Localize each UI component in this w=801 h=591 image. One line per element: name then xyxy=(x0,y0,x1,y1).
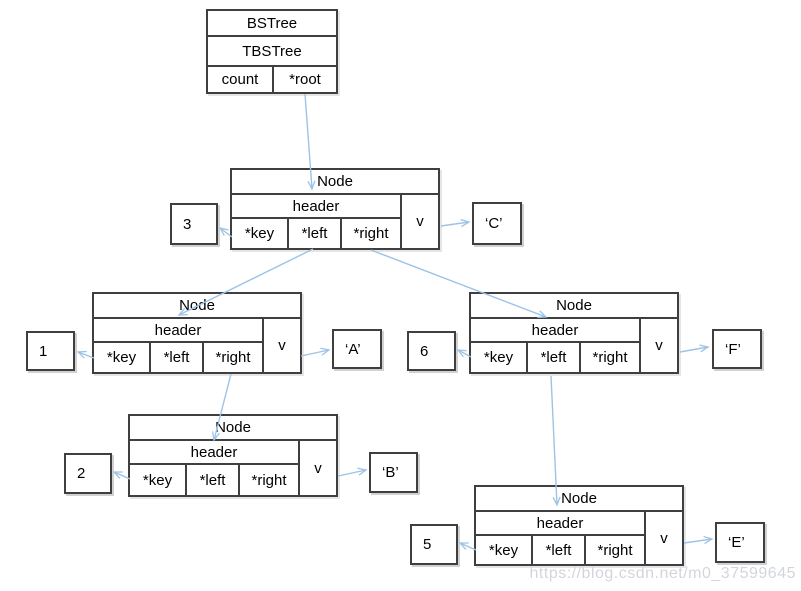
node-cell-right: *right xyxy=(579,343,639,372)
node-cell-v: v xyxy=(644,512,682,564)
node-header-label: header xyxy=(94,319,262,343)
bstree-struct-box: BSTree TBSTree count *root xyxy=(206,9,338,94)
arrow-node-c-to-value-c xyxy=(440,219,471,228)
value-box-a: ‘A’ xyxy=(332,329,382,369)
bstree-type-row: BSTree xyxy=(208,11,336,37)
arrow-node-a-to-value-a xyxy=(300,347,331,357)
node-cell-left: *left xyxy=(149,343,202,372)
arrow-node-e-to-value-e xyxy=(683,536,714,545)
key-box-5: 5 xyxy=(410,524,458,565)
node-header-label: header xyxy=(232,195,400,219)
node-box-c: Node header *key *left *right v xyxy=(230,168,440,250)
value-box-c: ‘C’ xyxy=(472,202,522,245)
node-box-e: Node header *key *left *right v xyxy=(474,485,684,566)
node-cell-v: v xyxy=(262,319,300,372)
node-header-label: header xyxy=(476,512,644,536)
node-cell-left: *left xyxy=(526,343,579,372)
watermark-text: https://blog.csdn.net/m0_37599645 xyxy=(529,565,796,582)
node-box-f: Node header *key *left *right v xyxy=(469,292,679,374)
node-cell-key: *key xyxy=(488,541,519,559)
node-box-b: Node header *key *left *right v xyxy=(128,414,338,497)
node-title: Node xyxy=(232,170,438,195)
node-cell-left: *left xyxy=(185,465,238,495)
root-pointer-cell: *root xyxy=(272,67,336,92)
node-cell-left: *left xyxy=(287,219,340,248)
node-cell-key: *key xyxy=(244,225,275,242)
node-cell-key: *key xyxy=(106,349,137,366)
node-cell-right: *right xyxy=(340,219,400,248)
node-title: Node xyxy=(471,294,677,319)
node-cell-right: *right xyxy=(238,465,298,495)
value-box-b: ‘B’ xyxy=(369,452,418,493)
node-cell-key: *key xyxy=(483,349,514,366)
key-box-1: 1 xyxy=(26,331,75,371)
node-title: Node xyxy=(130,416,336,441)
node-header-label: header xyxy=(130,441,298,465)
node-cell-v: v xyxy=(400,195,438,248)
node-cell-right: *right xyxy=(202,343,262,372)
key-box-6: 6 xyxy=(407,331,456,371)
arrow-node-f-to-value-f xyxy=(679,344,710,353)
key-box-2: 2 xyxy=(64,453,112,494)
node-title: Node xyxy=(94,294,300,319)
node-header-label: header xyxy=(471,319,639,343)
node-cell-key: *key xyxy=(142,471,173,489)
node-cell-v: v xyxy=(298,441,336,495)
node-cell-v: v xyxy=(639,319,677,372)
value-box-e: ‘E’ xyxy=(715,522,765,563)
node-title: Node xyxy=(476,487,682,512)
node-box-a: Node header *key *left *right v xyxy=(92,292,302,374)
node-cell-left: *left xyxy=(531,536,584,564)
value-box-f: ‘F’ xyxy=(712,329,762,369)
arrow-node-b-to-value-b xyxy=(337,467,368,477)
node-cell-right: *right xyxy=(584,536,644,564)
key-box-3: 3 xyxy=(170,203,218,245)
count-field-cell: count xyxy=(221,71,259,88)
tbstree-typedef-row: TBSTree xyxy=(208,37,336,67)
